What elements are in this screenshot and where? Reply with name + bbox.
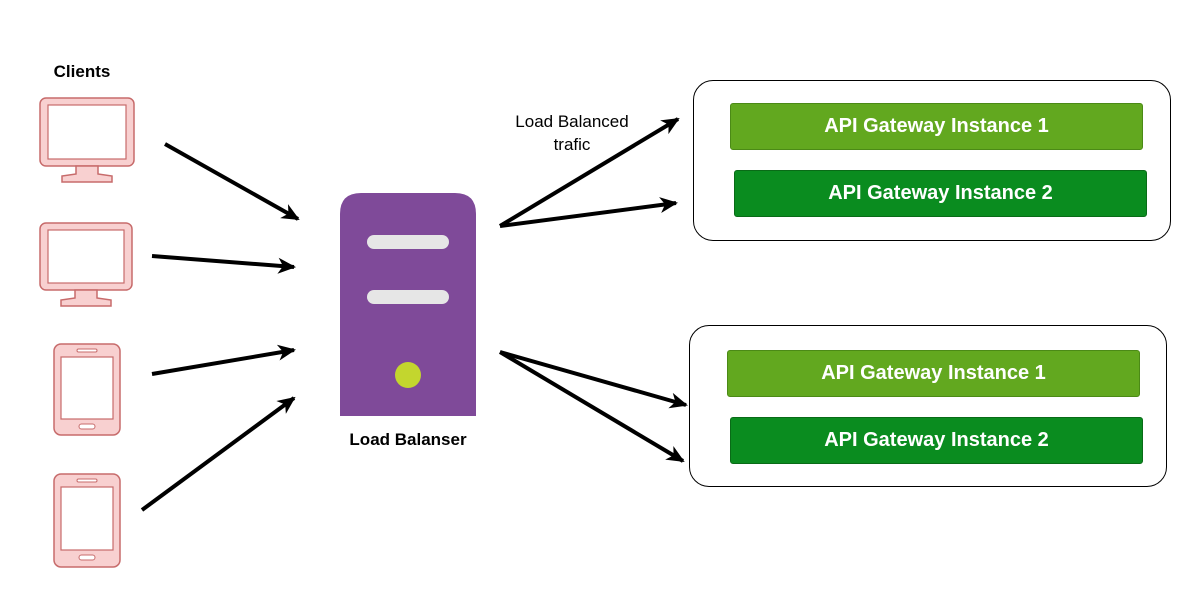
arrow-monitor-2-to-lb — [151, 254, 296, 274]
traffic-label-line-2: trafic — [553, 135, 591, 154]
server-icon — [340, 193, 476, 416]
arrow-phone-2-to-lb — [140, 396, 296, 512]
arrow-lb-to-group-2-lower — [498, 350, 685, 463]
load-balancer-label: Load Balanser — [349, 430, 467, 449]
arrow-lb-to-group-2-upper — [499, 350, 688, 409]
clients-title: Clients — [53, 62, 111, 81]
arrow-phone-1-to-lb — [151, 344, 296, 376]
client-phone-1 — [53, 343, 121, 436]
traffic-label: Load Balanced trafic — [492, 110, 652, 156]
client-phone-2 — [53, 473, 121, 568]
arrow-monitor-1-to-lb — [164, 142, 300, 221]
gateway-group-1-instance-1: API Gateway Instance 1 — [730, 103, 1143, 150]
smartphone-icon — [53, 343, 121, 436]
arrow-lb-to-group-1-lower — [499, 197, 678, 228]
client-monitor-2 — [39, 222, 133, 307]
monitor-icon — [39, 97, 135, 183]
gateway-group-1-instance-2: API Gateway Instance 2 — [734, 170, 1147, 217]
traffic-label-line-1: Load Balanced — [515, 112, 629, 131]
gateway-group-2-instance-1: API Gateway Instance 1 — [727, 350, 1140, 397]
client-arrows — [140, 142, 300, 512]
arrow-lb-to-group-1-upper — [498, 117, 680, 228]
client-monitor-1 — [39, 97, 135, 183]
smartphone-icon — [53, 473, 121, 568]
load-balancer-server — [340, 193, 476, 416]
traffic-arrows — [498, 117, 688, 463]
monitor-icon — [39, 222, 133, 307]
gateway-group-2-instance-2: API Gateway Instance 2 — [730, 417, 1143, 464]
